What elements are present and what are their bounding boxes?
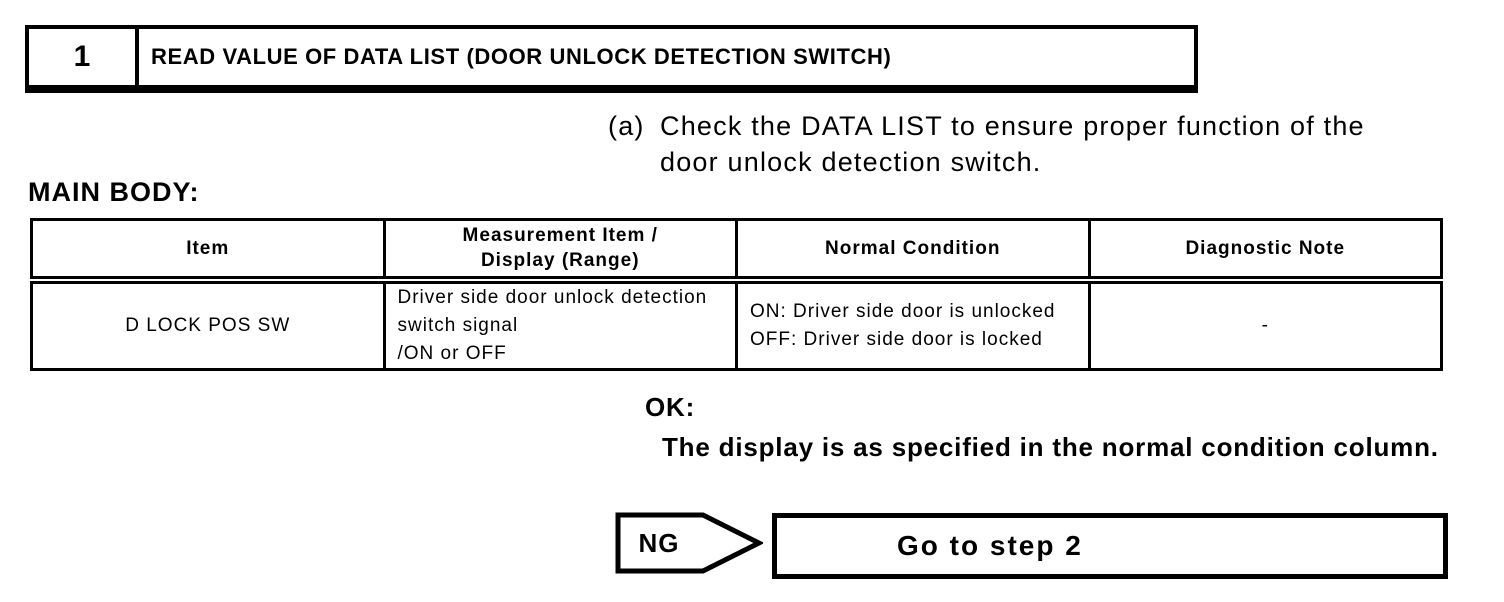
header-measurement-item: Measurement Item / Display (Range) xyxy=(382,218,738,284)
table-row: D LOCK POS SW Driver side door unlock de… xyxy=(30,278,1443,371)
step-header: 1 READ VALUE OF DATA LIST (DOOR UNLOCK D… xyxy=(25,25,1198,93)
instruction-a: (a) Check the DATA LIST to ensure proper… xyxy=(608,108,1422,180)
cell-diagnostic-note: - xyxy=(1087,278,1443,371)
goto-step-text: Go to step 2 xyxy=(897,530,1083,561)
ng-label: NG xyxy=(638,527,680,558)
ok-label: OK: xyxy=(645,392,696,422)
ng-arrow-icon xyxy=(615,512,763,574)
header-normal-condition: Normal Condition xyxy=(735,218,1091,284)
goto-step-box: Go to step 2 xyxy=(772,513,1448,579)
instruction-marker: (a) xyxy=(608,111,645,141)
ok-result-text: The display is as specified in the norma… xyxy=(662,432,1439,462)
data-list-table: Item Measurement Item / Display (Range) … xyxy=(30,218,1443,371)
step-title: READ VALUE OF DATA LIST (DOOR UNLOCK DET… xyxy=(151,44,892,69)
header-diagnostic-note: Diagnostic Note xyxy=(1087,218,1443,284)
header-item: Item xyxy=(30,218,386,284)
cell-normal-condition: ON: Driver side door is unlocked OFF: Dr… xyxy=(735,278,1091,371)
table-header-row: Item Measurement Item / Display (Range) … xyxy=(30,218,1443,284)
cell-measurement: Driver side door unlock detection switch… xyxy=(382,278,738,371)
main-body-label: MAIN BODY: xyxy=(28,177,200,207)
step-number: 1 xyxy=(29,29,139,85)
instruction-text: Check the DATA LIST to ensure proper fun… xyxy=(660,111,1365,177)
cell-item: D LOCK POS SW xyxy=(30,278,386,371)
